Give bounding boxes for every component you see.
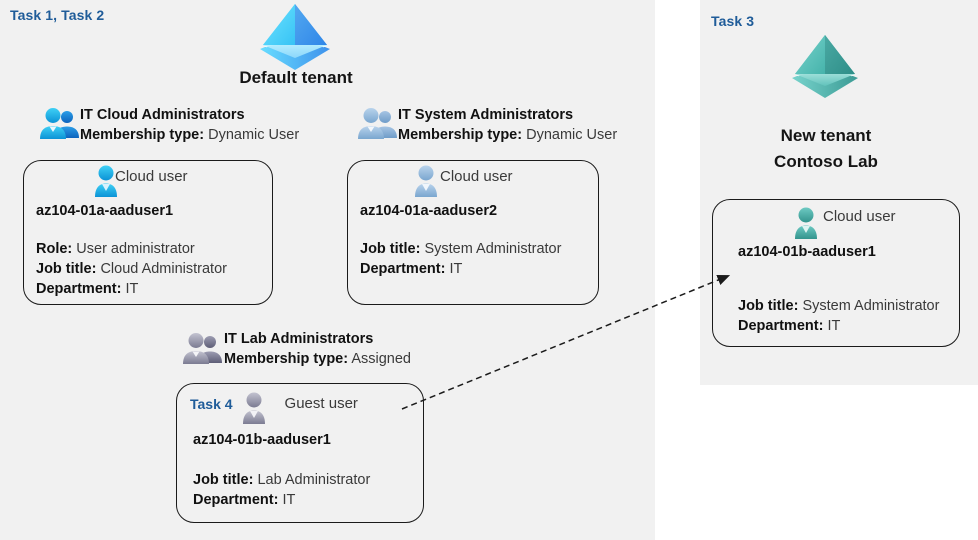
user-card-header: Cloud user: [823, 208, 896, 225]
user-attributes-contoso-aaduser1: Job title: System Administrator Departme…: [738, 296, 939, 336]
group-membership-lab-admins: Membership type: Assigned: [224, 349, 411, 369]
task-label-1-2: Task 1, Task 2: [10, 7, 105, 23]
new-tenant-name-line1: New tenant: [780, 126, 872, 145]
attr-department: Department: IT: [36, 279, 227, 299]
attr-jobtitle-value: Lab Administrator: [257, 472, 371, 488]
attr-department-value: IT: [125, 281, 139, 297]
user-card-header: Cloud user: [115, 168, 188, 185]
user-name-aaduser2: az104-01a-aaduser2: [360, 203, 498, 219]
attr-role: Role: User administrator: [36, 239, 227, 259]
user-type-label: Cloud user: [440, 168, 513, 185]
attr-jobtitle-label: Job title:: [738, 298, 799, 314]
attr-jobtitle-label: Job title:: [36, 261, 97, 277]
user-name-contoso-aaduser1: az104-01b-aaduser1: [738, 244, 876, 260]
attr-jobtitle-value: System Administrator: [424, 241, 562, 257]
user-card-contoso-aaduser1[interactable]: Cloud user az104-01b-aaduser1 Job title:…: [712, 199, 960, 347]
attr-department: Department: IT: [738, 316, 939, 336]
membership-type-value: Assigned: [351, 351, 411, 367]
membership-type-label: Membership type:: [80, 127, 205, 143]
user-type-label: Guest user: [284, 395, 358, 412]
user-card-aaduser1[interactable]: Cloud user az104-01a-aaduser1 Role: User…: [23, 160, 273, 305]
task-label-4: Task 4: [190, 395, 233, 412]
attr-jobtitle-value: Cloud Administrator: [100, 261, 227, 277]
task-label-3: Task 3: [711, 13, 755, 29]
default-tenant-panel: [0, 0, 655, 540]
attr-jobtitle-label: Job title:: [360, 241, 421, 257]
group-name-system-admins: IT System Administrators: [398, 107, 574, 123]
group-membership-system-admins: Membership type: Dynamic User: [398, 125, 617, 145]
attr-jobtitle-label: Job title:: [193, 472, 254, 488]
attr-department: Department: IT: [360, 259, 561, 279]
user-name-guest-aaduser1: az104-01b-aaduser1: [193, 432, 331, 448]
user-card-header: Cloud user: [440, 168, 513, 185]
user-name-aaduser1: az104-01a-aaduser1: [36, 203, 174, 219]
user-attributes-aaduser2: Job title: System Administrator Departme…: [360, 239, 561, 279]
user-type-label: Cloud user: [823, 208, 896, 225]
attr-jobtitle-value: System Administrator: [802, 298, 940, 314]
attr-department-label: Department:: [360, 261, 446, 277]
attr-jobtitle: Job title: Lab Administrator: [193, 470, 370, 490]
new-tenant-name-line2: Contoso Lab: [774, 152, 878, 171]
attr-jobtitle: Job title: Cloud Administrator: [36, 259, 227, 279]
group-membership-cloud-admins: Membership type: Dynamic User: [80, 125, 299, 145]
group-header-lab-admins: IT Lab Administrators Membership type: A…: [224, 330, 411, 369]
attr-department-label: Department:: [36, 281, 122, 297]
attr-department-label: Department:: [193, 492, 279, 508]
attr-department-value: IT: [282, 492, 296, 508]
attr-role-value: User administrator: [76, 241, 195, 257]
user-card-header: Task 4 Guest user: [190, 395, 358, 412]
user-attributes-guest-aaduser1: Job title: Lab Administrator Department:…: [193, 470, 370, 510]
user-card-aaduser2[interactable]: Cloud user az104-01a-aaduser2 Job title:…: [347, 160, 599, 305]
group-name-cloud-admins: IT Cloud Administrators: [80, 107, 245, 123]
attr-jobtitle: Job title: System Administrator: [738, 296, 939, 316]
default-tenant-name: Default tenant: [239, 68, 353, 87]
attr-department: Department: IT: [193, 490, 370, 510]
attr-department-value: IT: [449, 261, 463, 277]
attr-role-label: Role:: [36, 241, 73, 257]
user-card-guest-aaduser1[interactable]: Task 4 Guest user az104-01b-aaduser1 Job…: [176, 383, 424, 523]
user-attributes-aaduser1: Role: User administrator Job title: Clou…: [36, 239, 227, 299]
attr-department-value: IT: [827, 318, 841, 334]
group-header-cloud-admins: IT Cloud Administrators Membership type:…: [80, 106, 299, 145]
attr-jobtitle: Job title: System Administrator: [360, 239, 561, 259]
group-name-lab-admins: IT Lab Administrators: [224, 331, 374, 347]
membership-type-label: Membership type:: [224, 351, 349, 367]
membership-type-value: Dynamic User: [526, 127, 618, 143]
group-header-system-admins: IT System Administrators Membership type…: [398, 106, 617, 145]
attr-department-label: Department:: [738, 318, 824, 334]
membership-type-value: Dynamic User: [208, 127, 300, 143]
user-type-label: Cloud user: [115, 168, 188, 185]
membership-type-label: Membership type:: [398, 127, 523, 143]
